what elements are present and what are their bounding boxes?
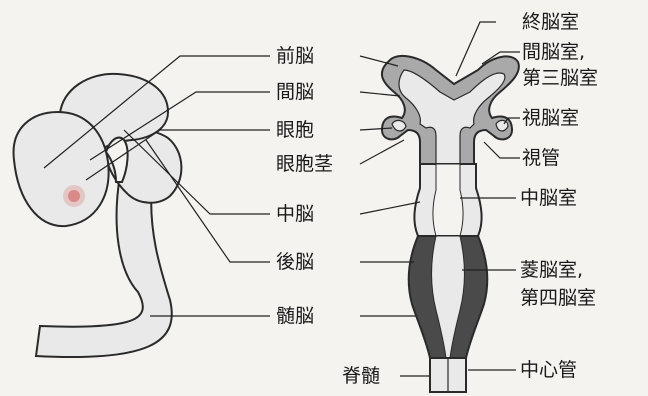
label-central-canal: 中心管 (520, 359, 577, 381)
section-view (382, 56, 519, 392)
label-diencephalon: 間脳 (276, 81, 314, 103)
eye-spot-halo (63, 185, 85, 207)
midbrain-ventricle-shape (433, 164, 463, 236)
label-optic-vesicle: 眼胞 (276, 119, 314, 141)
optic-vesicle-right-shape (496, 120, 508, 131)
label-diencephalic-ventricle-line2: 第三脳室 (522, 67, 598, 89)
label-rhombencephalic-line2: 第四脳室 (520, 287, 596, 309)
left-labels: 前脳 間脳 眼胞 眼胞茎 中脳 後脳 髄脳 脊髄 (276, 45, 380, 387)
telencephalon-shape (14, 112, 109, 226)
label-midbrain: 中脳 (276, 203, 314, 225)
label-midbrain-ventricle: 中脳室 (520, 187, 577, 209)
label-spinal-cord: 脊髄 (342, 365, 380, 387)
label-optic-duct: 視管 (522, 147, 560, 169)
label-diencephalic-ventricle-line1: 間脳室, (522, 41, 585, 63)
label-rhombencephalic-line1: 菱脳室, (520, 259, 583, 281)
lateral-brain-view (14, 74, 182, 357)
label-telencephalic-ventricle: 終脳室 (522, 11, 579, 33)
right-labels: 終脳室 間脳室, 第三脳室 視脳室 視管 中脳室 菱脳室, 第四脳室 中心管 (520, 11, 598, 381)
label-forebrain: 前脳 (276, 45, 314, 67)
label-optic-stalk: 眼胞茎 (276, 153, 333, 175)
label-optic-ventricle: 視脳室 (522, 107, 579, 129)
label-myelencephalon: 髄脳 (276, 305, 314, 327)
label-hindbrain: 後脳 (276, 251, 314, 273)
